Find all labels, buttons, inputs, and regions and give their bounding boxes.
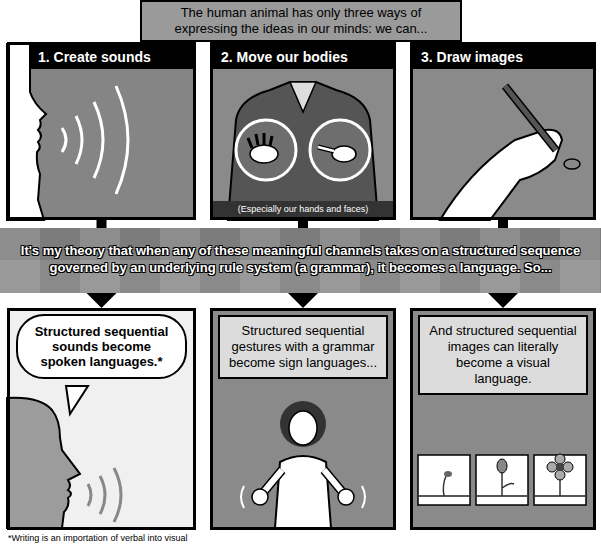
panel-caption: (Especially our hands and faces) [213,201,393,217]
theory-band: It's my theory that when any of these me… [0,228,601,293]
hair [280,401,326,447]
channel-panel: 1. Create sounds [7,42,196,220]
sound-wave [76,116,82,164]
sound-wave [100,476,105,514]
arm [262,470,344,494]
text-box: And structured sequential images can lit… [418,315,588,395]
sound-wave [62,128,66,152]
leaf [502,484,514,489]
sound-wave [88,484,91,506]
pointing-hand [332,146,356,162]
text-box: Structured sequential gestures with a gr… [218,315,388,379]
arrow-head [87,293,117,308]
language-panel: Structured sequential sounds become spok… [7,308,196,530]
pencil [505,86,556,150]
language-panel: Structured sequential gestures with a gr… [210,308,396,530]
flower-stem [501,470,503,496]
face-profile [7,44,46,220]
panel-ground [7,308,196,528]
comic-frame [534,455,586,505]
language-panel: And structured sequential images can lit… [410,308,596,530]
flower-center [556,463,564,471]
comic-frame [418,455,470,505]
title-banner: The human animal has only three ways of … [140,0,462,42]
panel-ground [410,44,596,220]
panel-heading: 3. Draw images [413,45,593,69]
speech-bubble: Structured sequential sounds become spok… [16,314,187,379]
sprout-bud [444,471,452,477]
pointing-finger [318,147,334,151]
petal [563,462,573,472]
flower-bulb [497,459,507,473]
speaking-face [7,398,80,528]
petal [547,462,557,472]
footnote: *Writing is an importation of verbal int… [8,532,187,544]
woman-body [275,456,331,528]
hand-circle [236,120,296,180]
sound-wave [94,102,103,178]
woman-face [289,411,317,445]
torso [228,82,378,220]
panel-ground [210,44,396,220]
channel-panel: 3. Draw images [410,42,596,220]
arm [262,470,344,494]
band-text: It's my theory that when any of these me… [0,228,601,290]
drawing-hand [440,130,562,220]
panel-ground [7,44,196,220]
pointing-finger [318,147,334,151]
comic-frame [476,455,528,505]
panel-ground [410,308,596,528]
banner-text: The human animal has only three ways of … [142,3,460,39]
panel-heading: 2. Move our bodies [213,45,393,69]
open-hand [250,145,278,163]
hand-circle [310,120,370,180]
petal [555,454,565,464]
panel-heading: 1. Create sounds [30,45,193,69]
panel-ground [210,308,396,528]
channel-panel: 2. Move our bodies (Especially our hands … [210,42,396,220]
collar [290,82,316,112]
arrow-head [288,293,318,308]
signing-hand [338,489,354,505]
sound-wave [114,468,121,522]
sprout-stem [443,476,446,496]
pencil [505,86,556,150]
petal [555,470,565,480]
sound-wave [116,86,128,194]
arrow-head [488,293,518,308]
doodle [564,159,580,169]
fingers [248,133,272,148]
motion-line [241,486,365,508]
bubble-tail [66,386,88,414]
signing-hand [252,489,268,505]
